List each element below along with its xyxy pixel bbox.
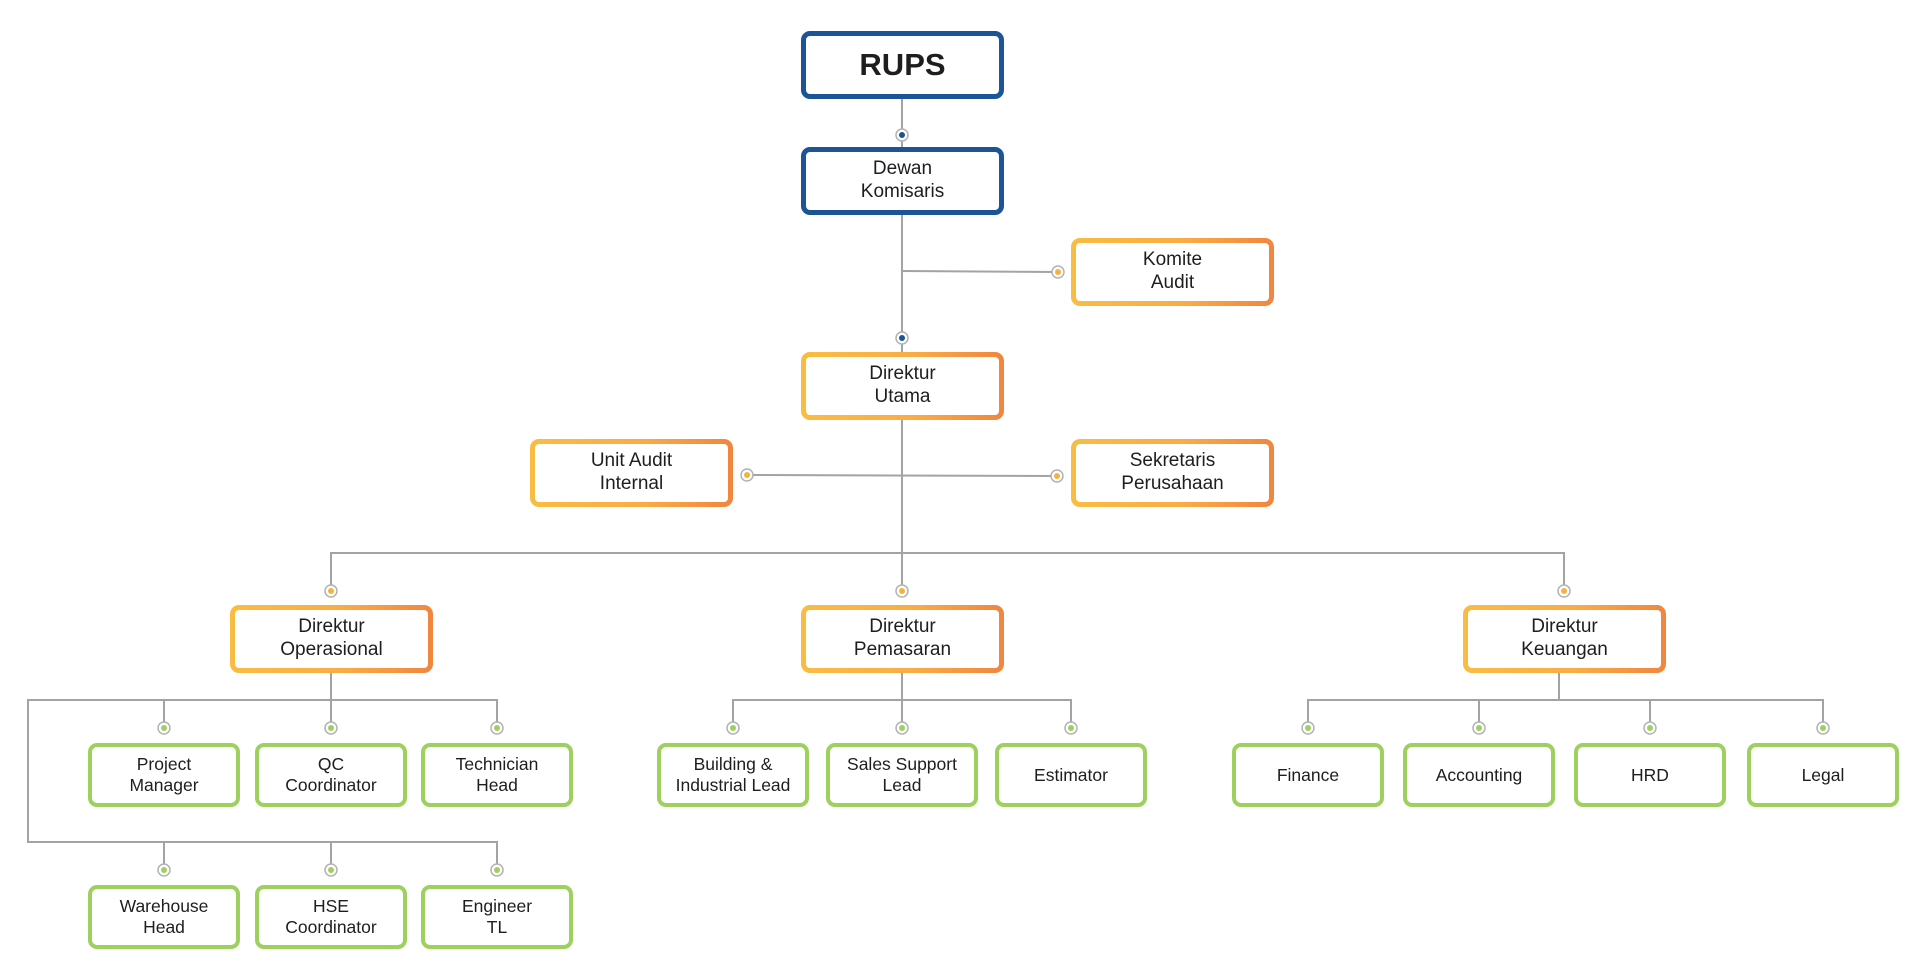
node-engineer-tl[interactable]: Engineer TL	[421, 885, 573, 949]
node-label: Dewan Komisaris	[860, 158, 945, 202]
connector-line	[1307, 699, 1824, 728]
node-direktur-keuangan[interactable]: Direktur Keuangan	[1463, 605, 1666, 673]
connector-dot	[1476, 725, 1482, 731]
node-label: Finance	[1276, 764, 1340, 785]
node-label: Warehouse Head	[119, 896, 209, 937]
connector-dot	[899, 335, 905, 341]
connector-dots-blue	[895, 128, 909, 345]
node-label: Estimator	[1034, 764, 1108, 785]
node-hrd[interactable]: HRD	[1574, 743, 1726, 807]
node-project-manager[interactable]: Project Manager	[88, 743, 240, 807]
node-label: Unit Audit Internal	[590, 450, 673, 494]
connector-dots-orange	[324, 265, 1571, 598]
connector-dot	[328, 725, 334, 731]
node-legal[interactable]: Legal	[1747, 743, 1899, 807]
node-label: Engineer TL	[461, 896, 533, 937]
node-label: HRD	[1631, 764, 1669, 785]
connector-dot	[1068, 725, 1074, 731]
connector-dot	[1054, 473, 1060, 479]
node-estimator[interactable]: Estimator	[995, 743, 1147, 807]
node-building-industrial-lead[interactable]: Building & Industrial Lead	[657, 743, 809, 807]
node-label: Project Manager	[129, 754, 199, 795]
node-direktur-utama[interactable]: Direktur Utama	[801, 352, 1004, 420]
connector-dot	[744, 472, 750, 478]
connector-dot	[161, 867, 167, 873]
connector-dot	[328, 588, 334, 594]
connector-dot	[730, 725, 736, 731]
connector-line	[27, 699, 498, 870]
node-accounting[interactable]: Accounting	[1403, 743, 1555, 807]
connector-line	[901, 270, 1059, 273]
node-label: Accounting	[1435, 764, 1523, 785]
node-unit-audit-internal[interactable]: Unit Audit Internal	[530, 439, 733, 507]
connector-dot	[1820, 725, 1826, 731]
node-dewan-komisaris[interactable]: Dewan Komisaris	[801, 147, 1004, 215]
connector-dots-green	[157, 721, 1830, 877]
node-technician-head[interactable]: Technician Head	[421, 743, 573, 807]
node-label: Direktur Keuangan	[1521, 616, 1608, 660]
connector-dot	[161, 725, 167, 731]
node-rups[interactable]: RUPS	[801, 31, 1004, 99]
node-label: Sekretaris Perusahaan	[1121, 450, 1224, 494]
connector-dot	[1305, 725, 1311, 731]
node-sekretaris-perusahaan[interactable]: Sekretaris Perusahaan	[1071, 439, 1274, 507]
node-komite-audit[interactable]: Komite Audit	[1071, 238, 1274, 306]
node-label: HSE Coordinator	[285, 896, 377, 937]
node-sales-support-lead[interactable]: Sales Support Lead	[826, 743, 978, 807]
node-direktur-operasional[interactable]: Direktur Operasional	[230, 605, 433, 673]
connector-dot	[899, 725, 905, 731]
connector-dot	[494, 725, 500, 731]
connector-dot	[1561, 588, 1567, 594]
node-hse-coordinator[interactable]: HSE Coordinator	[255, 885, 407, 949]
connector-line	[746, 474, 1058, 477]
connector-dot	[1647, 725, 1653, 731]
connector-dot	[328, 867, 334, 873]
node-warehouse-head[interactable]: Warehouse Head	[88, 885, 240, 949]
node-finance[interactable]: Finance	[1232, 743, 1384, 807]
node-label: Technician Head	[455, 754, 539, 795]
connector-dot	[899, 588, 905, 594]
node-label: Building & Industrial Lead	[675, 754, 791, 795]
node-label: Komite Audit	[1142, 249, 1203, 293]
node-label: RUPS	[859, 47, 946, 83]
node-label: Legal	[1801, 764, 1845, 785]
node-qc-coordinator[interactable]: QC Coordinator	[255, 743, 407, 807]
connector-dot	[494, 867, 500, 873]
node-label: Direktur Utama	[869, 363, 936, 407]
node-direktur-pemasaran[interactable]: Direktur Pemasaran	[801, 605, 1004, 673]
node-label: Direktur Operasional	[280, 616, 383, 660]
node-label: QC Coordinator	[285, 754, 377, 795]
connector-line	[330, 552, 1565, 591]
node-label: Sales Support Lead	[847, 754, 957, 795]
connector-dot	[899, 132, 905, 138]
node-label: Direktur Pemasaran	[853, 616, 952, 660]
connector-dot	[1055, 269, 1061, 275]
